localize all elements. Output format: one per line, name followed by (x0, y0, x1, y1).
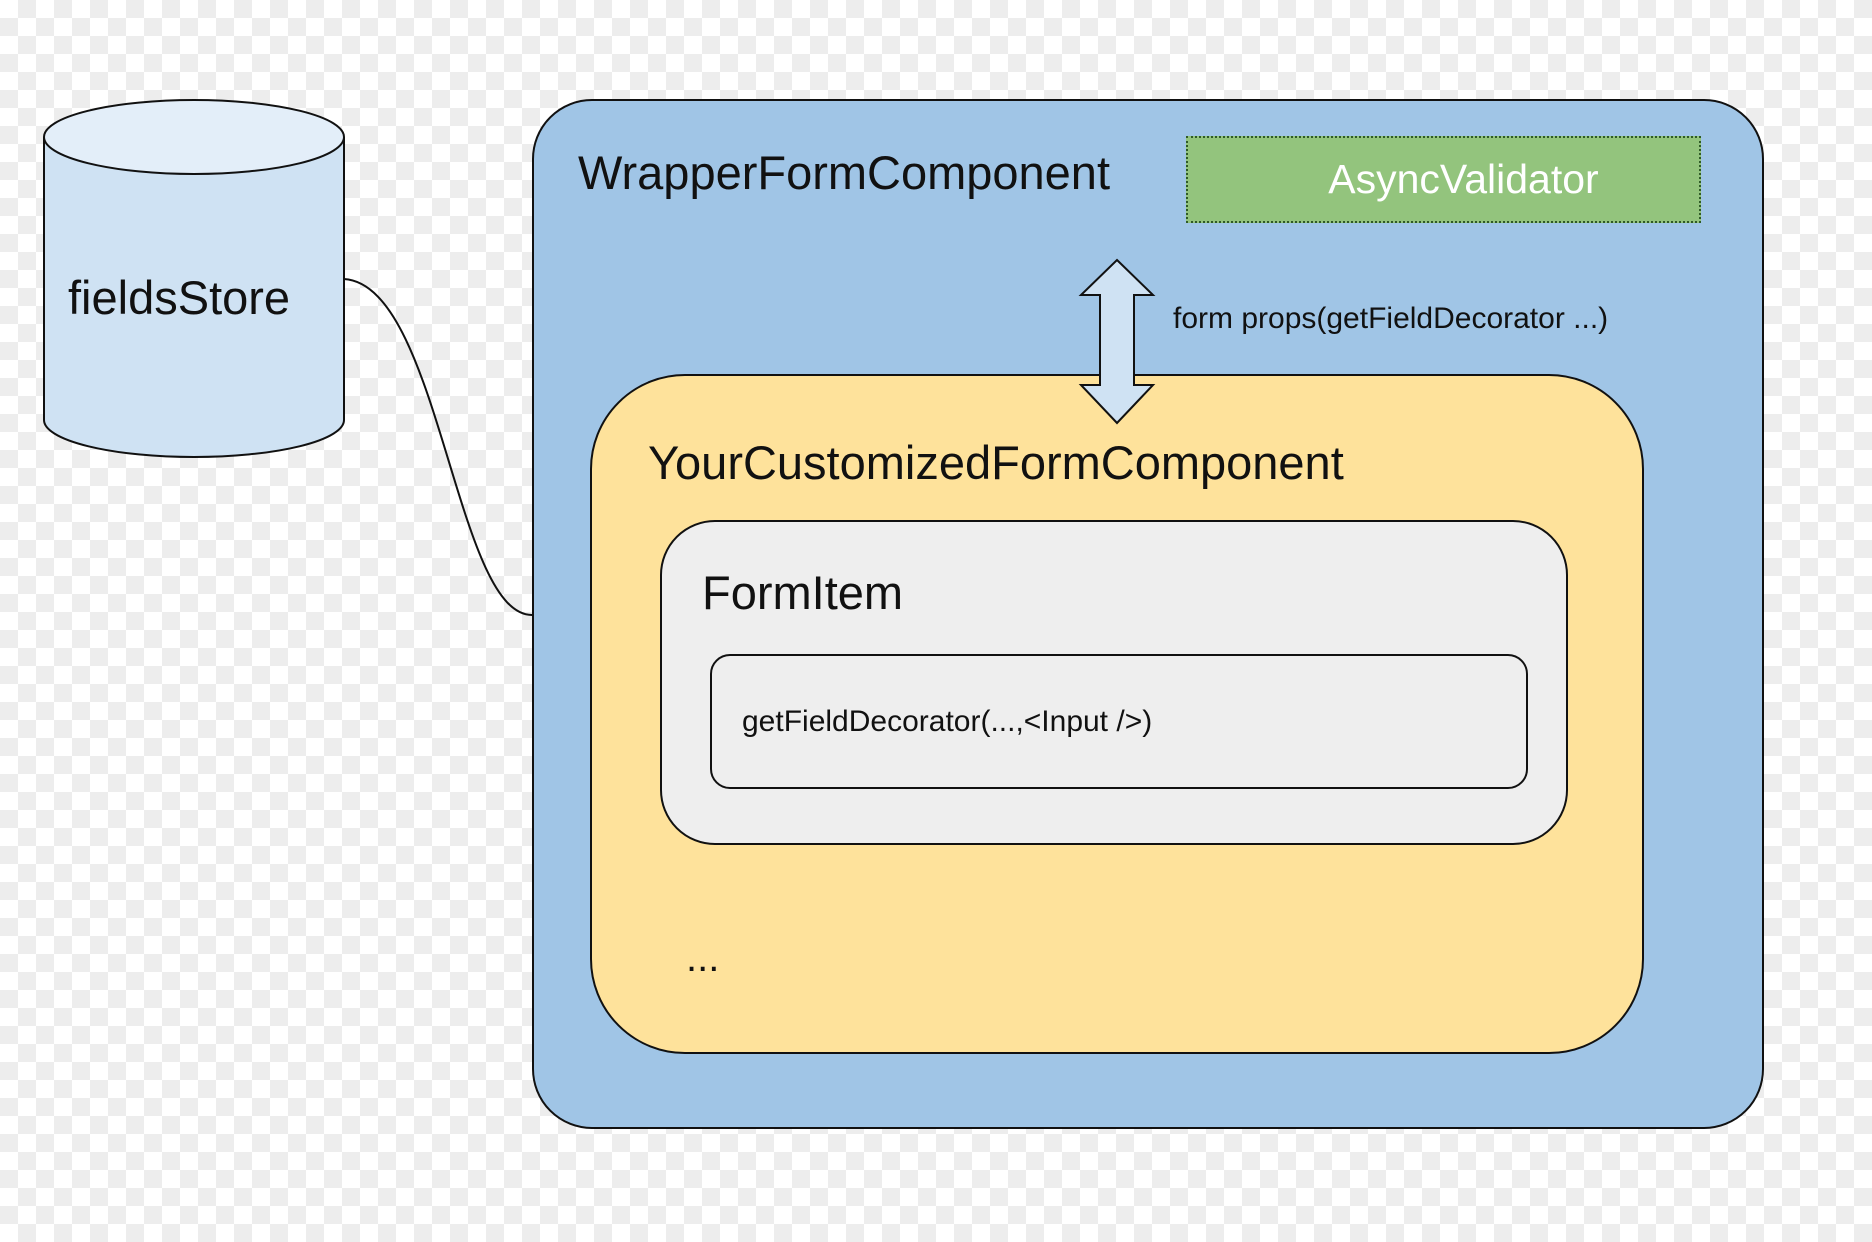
form-item-title: FormItem (702, 566, 904, 619)
more-items-ellipsis: ... (686, 936, 720, 980)
async-validator-label: AsyncValidator (1328, 156, 1599, 202)
fields-store-cylinder[interactable] (43, 99, 345, 458)
form-props-label: form props(getFieldDecorator ...) (1173, 302, 1609, 335)
field-decorator-box[interactable] (710, 654, 1528, 789)
store-connector (343, 278, 533, 616)
field-decorator-text: getFieldDecorator(...,<Input />) (742, 705, 1153, 738)
async-validator-box[interactable]: AsyncValidator (1186, 136, 1701, 223)
wrapper-form-component-title: WrapperFormComponent (578, 146, 1111, 199)
customized-form-component-title: YourCustomizedFormComponent (648, 436, 1344, 489)
double-arrow-icon (1078, 258, 1156, 425)
fields-store-label: fieldsStore (68, 271, 291, 324)
